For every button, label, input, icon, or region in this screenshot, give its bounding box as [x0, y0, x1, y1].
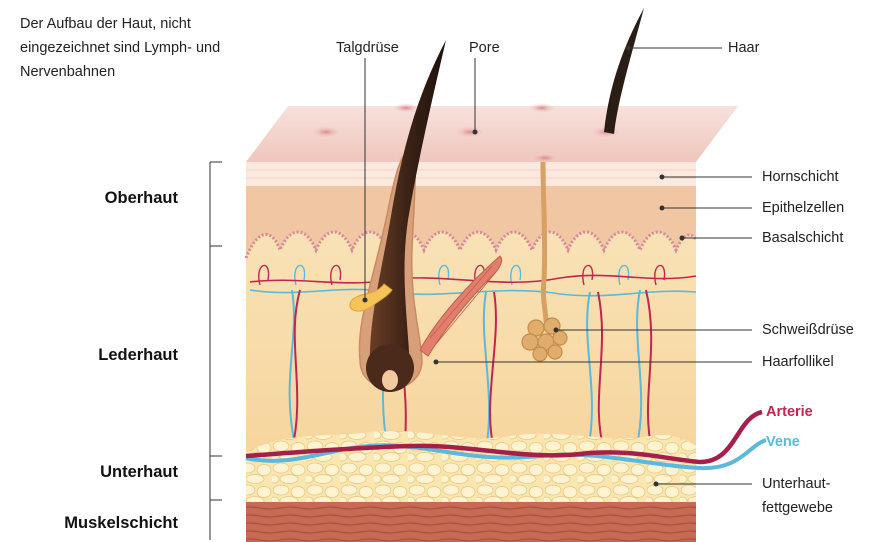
label-epithelzellen: Epithelzellen: [762, 200, 844, 216]
layer-label-unterhaut: Unterhaut: [8, 463, 178, 482]
label-pore: Pore: [469, 40, 500, 56]
intro-text: Der Aufbau der Haut, nicht eingezeichnet…: [20, 12, 310, 84]
label-hornschicht: Hornschicht: [762, 169, 839, 185]
label-haarfollikel: Haarfollikel: [762, 354, 834, 370]
label-haar: Haar: [728, 40, 759, 56]
label-vene: Vene: [766, 434, 800, 450]
label-arterie: Arterie: [766, 404, 813, 420]
intro-line-2: eingezeichnet sind Lymph- und: [20, 36, 310, 60]
label-unterhautfett-1: Unterhaut-: [762, 476, 831, 492]
layer-label-muskelschicht: Muskelschicht: [8, 514, 178, 533]
muskelschicht-layer: [246, 502, 696, 542]
label-talgdruese: Talgdrüse: [336, 40, 399, 56]
layer-label-oberhaut: Oberhaut: [8, 189, 178, 208]
label-basalschicht: Basalschicht: [762, 230, 843, 246]
hornschicht-layer: [246, 162, 696, 186]
layer-label-lederhaut: Lederhaut: [8, 346, 178, 365]
intro-line-1: Der Aufbau der Haut, nicht: [20, 12, 310, 36]
dermis-layer: [246, 232, 696, 458]
layer-bracket: [210, 162, 222, 540]
label-unterhautfett-2: fettgewebe: [762, 500, 833, 516]
schweissdruese-duct: [543, 162, 546, 322]
intro-line-3: Nervenbahnen: [20, 60, 310, 84]
unterhaut-fat-layer: [246, 431, 696, 502]
label-schweissdruese: Schweißdrüse: [762, 322, 854, 338]
